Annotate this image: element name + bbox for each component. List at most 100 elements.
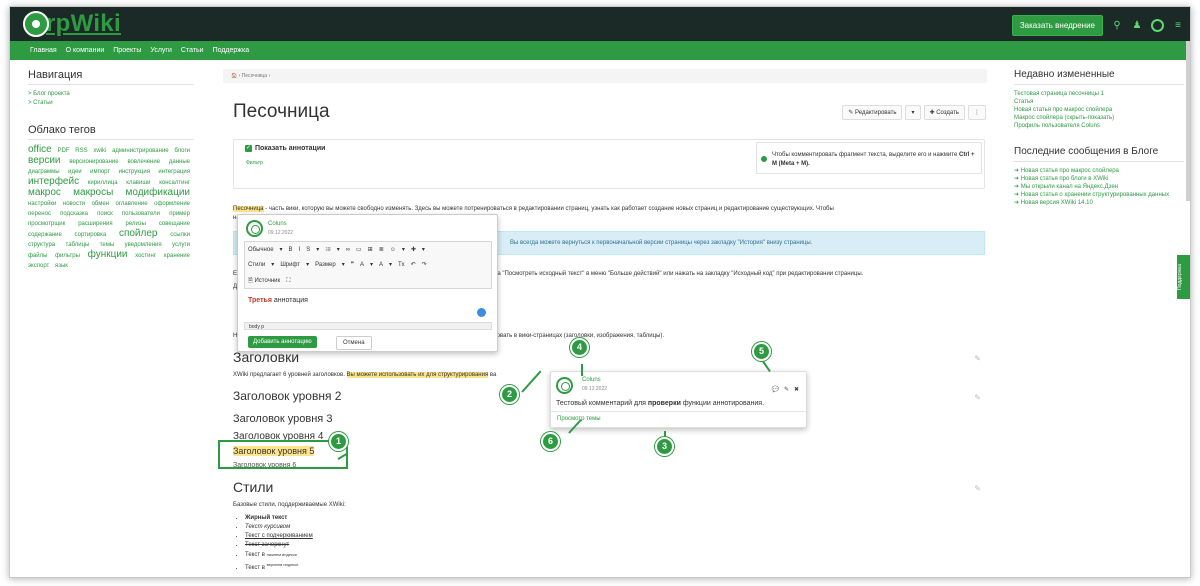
tag-link[interactable]: инструкция <box>118 169 150 175</box>
editor-user[interactable]: Coluns <box>268 221 287 227</box>
toolbar-button[interactable]: ▾ <box>279 247 283 253</box>
tag-link[interactable]: файлы <box>28 253 48 259</box>
tag-link[interactable]: интеграция <box>158 169 191 175</box>
tag-link[interactable]: администрирование <box>112 148 169 154</box>
tag-link[interactable]: вовлечение <box>127 159 161 165</box>
tag-link[interactable]: хостинг <box>135 253 157 259</box>
recent-change-link[interactable]: Статья <box>1014 99 1034 105</box>
filter-link[interactable]: Фильтр <box>246 160 263 166</box>
annotation-textarea[interactable]: Третья аннотация <box>244 291 492 321</box>
tag-link[interactable]: таблицы <box>65 242 90 248</box>
spellcheck-icon[interactable] <box>477 308 486 317</box>
nav-item-services[interactable]: Услуги <box>150 47 172 54</box>
intro-highlight[interactable]: Песочница <box>233 206 264 212</box>
tag-link[interactable]: пример <box>169 211 190 217</box>
nav-item-support[interactable]: Поддержка <box>212 47 250 54</box>
toolbar-button[interactable]: I <box>298 246 301 253</box>
delete-icon[interactable]: ✖ <box>793 387 799 393</box>
order-implementation-button[interactable]: Заказать внедрение <box>1011 15 1103 36</box>
toolbar-button[interactable]: ↶ <box>410 262 416 268</box>
toolbar-button[interactable]: Tx <box>398 261 405 268</box>
checkbox-icon[interactable]: ✓ <box>245 145 252 152</box>
toolbar-button[interactable]: ✚ <box>410 247 416 253</box>
toolbar-button[interactable]: Шрифт <box>280 261 301 268</box>
tag-link[interactable]: темы <box>99 242 115 248</box>
toolbar-button[interactable]: B <box>288 246 293 253</box>
tag-link[interactable]: консалтинг <box>159 180 191 186</box>
scrollbar[interactable] <box>1186 41 1190 201</box>
nav-link-blog[interactable]: > Блог проекта <box>28 91 70 97</box>
tag-link[interactable]: оглавление <box>115 201 148 207</box>
more-actions-button[interactable]: ⋮ <box>968 105 986 120</box>
tag-link[interactable]: настройки <box>28 201 57 207</box>
edit-dropdown-button[interactable]: ▾ <box>905 105 921 120</box>
recent-change-link[interactable]: Новая статья про макрос спойлера <box>1014 107 1113 113</box>
tag-link[interactable]: обмен <box>91 201 110 207</box>
menu-icon[interactable]: ≡ <box>1175 20 1181 31</box>
tag-link[interactable]: xwiki <box>93 148 107 154</box>
tag-link[interactable]: ссылки <box>170 232 191 238</box>
toolbar-button[interactable]: ∞ <box>345 246 350 253</box>
toolbar-button[interactable]: ▾ <box>389 262 393 268</box>
toolbar-button[interactable]: ▾ <box>306 262 310 268</box>
globe-icon[interactable] <box>1151 19 1164 32</box>
toolbar-button[interactable]: A <box>378 261 383 268</box>
tag-link[interactable]: оформление <box>154 201 191 207</box>
tag-link[interactable]: кириллица <box>87 180 118 186</box>
toolbar-button[interactable]: S <box>306 246 311 253</box>
tag-link[interactable]: данные <box>168 159 191 165</box>
comment-user[interactable]: Coluns <box>582 377 601 383</box>
tag-link[interactable]: спойлер <box>118 228 158 239</box>
toolbar-button[interactable]: ▾ <box>369 262 373 268</box>
tag-link[interactable]: перенос <box>28 211 51 217</box>
tag-link[interactable]: макросы <box>73 187 114 198</box>
toolbar-button[interactable]: Обычное <box>248 246 274 253</box>
tag-link[interactable]: версии <box>28 155 61 166</box>
pencil-icon[interactable]: ✎ <box>974 484 981 493</box>
bell-icon[interactable]: ♟ <box>1132 20 1142 31</box>
edit-icon[interactable]: ✎ <box>783 387 789 393</box>
toolbar-button[interactable]: ⁝≡ <box>325 247 331 253</box>
edit-button[interactable]: ✎ Редактировать <box>842 105 903 120</box>
reply-icon[interactable]: 💬 <box>771 387 779 393</box>
tag-link[interactable]: релизы <box>125 221 146 227</box>
pencil-icon[interactable]: ✎ <box>974 393 981 402</box>
tag-link[interactable]: интерфейс <box>28 176 80 187</box>
support-tab[interactable]: Поддержка <box>1177 255 1190 299</box>
toolbar-button[interactable]: ▭ <box>355 247 362 253</box>
tag-link[interactable]: содержание <box>28 232 62 238</box>
tag-link[interactable]: хранение <box>163 253 190 259</box>
tag-link[interactable]: сортировка <box>74 232 107 238</box>
tag-link[interactable]: экспорт <box>28 263 50 269</box>
tag-link[interactable]: расширения <box>78 221 113 227</box>
tag-link[interactable]: идеи <box>68 169 82 175</box>
recent-change-link[interactable]: Тестовая страница песочницы 1 <box>1014 91 1104 97</box>
tag-link[interactable]: функции <box>87 249 128 260</box>
add-annotation-button[interactable]: Добавить аннотацию <box>248 336 317 348</box>
toolbar-button[interactable]: ▾ <box>271 262 275 268</box>
toolbar-button[interactable]: 🗎 Источник <box>248 278 281 284</box>
tag-link[interactable]: поиск <box>97 211 113 217</box>
tag-link[interactable]: импорт <box>90 169 111 175</box>
tag-link[interactable]: блоги <box>174 148 191 154</box>
toolbar-button[interactable]: ❞ <box>350 262 354 268</box>
tag-link[interactable]: office <box>28 144 52 155</box>
show-annotations-checkbox[interactable]: ✓ Показать аннотации <box>245 145 325 152</box>
tag-link[interactable]: пользователи <box>121 211 161 217</box>
recent-change-link[interactable]: Макрос спойлера (скрыть-показать) <box>1014 115 1115 121</box>
cancel-button[interactable]: Отмена <box>336 336 372 350</box>
toolbar-button[interactable]: Размер <box>315 261 336 268</box>
blog-post-link[interactable]: ➔ Новая статья про блоги в XWiki <box>1014 176 1109 182</box>
tag-link[interactable]: просмотрщик <box>28 221 66 227</box>
tag-link[interactable]: RSS <box>75 148 88 154</box>
toolbar-button[interactable]: ⊞ <box>367 247 373 253</box>
logo[interactable]: rpWiki <box>23 10 121 37</box>
toolbar-button[interactable]: ≣ <box>378 247 384 253</box>
tag-link[interactable]: услуги <box>172 242 190 248</box>
recent-change-link[interactable]: Профиль пользователя Coluns <box>1014 123 1100 129</box>
tag-link[interactable]: фильтры <box>55 253 80 259</box>
tag-link[interactable]: подсказка <box>60 211 88 217</box>
blog-post-link[interactable]: ➔ Мы открыли канал на Яндекс.Дзен <box>1014 184 1119 190</box>
toolbar-button[interactable]: ▾ <box>316 247 320 253</box>
view-thread-link[interactable]: Просмотр темы <box>551 411 806 426</box>
